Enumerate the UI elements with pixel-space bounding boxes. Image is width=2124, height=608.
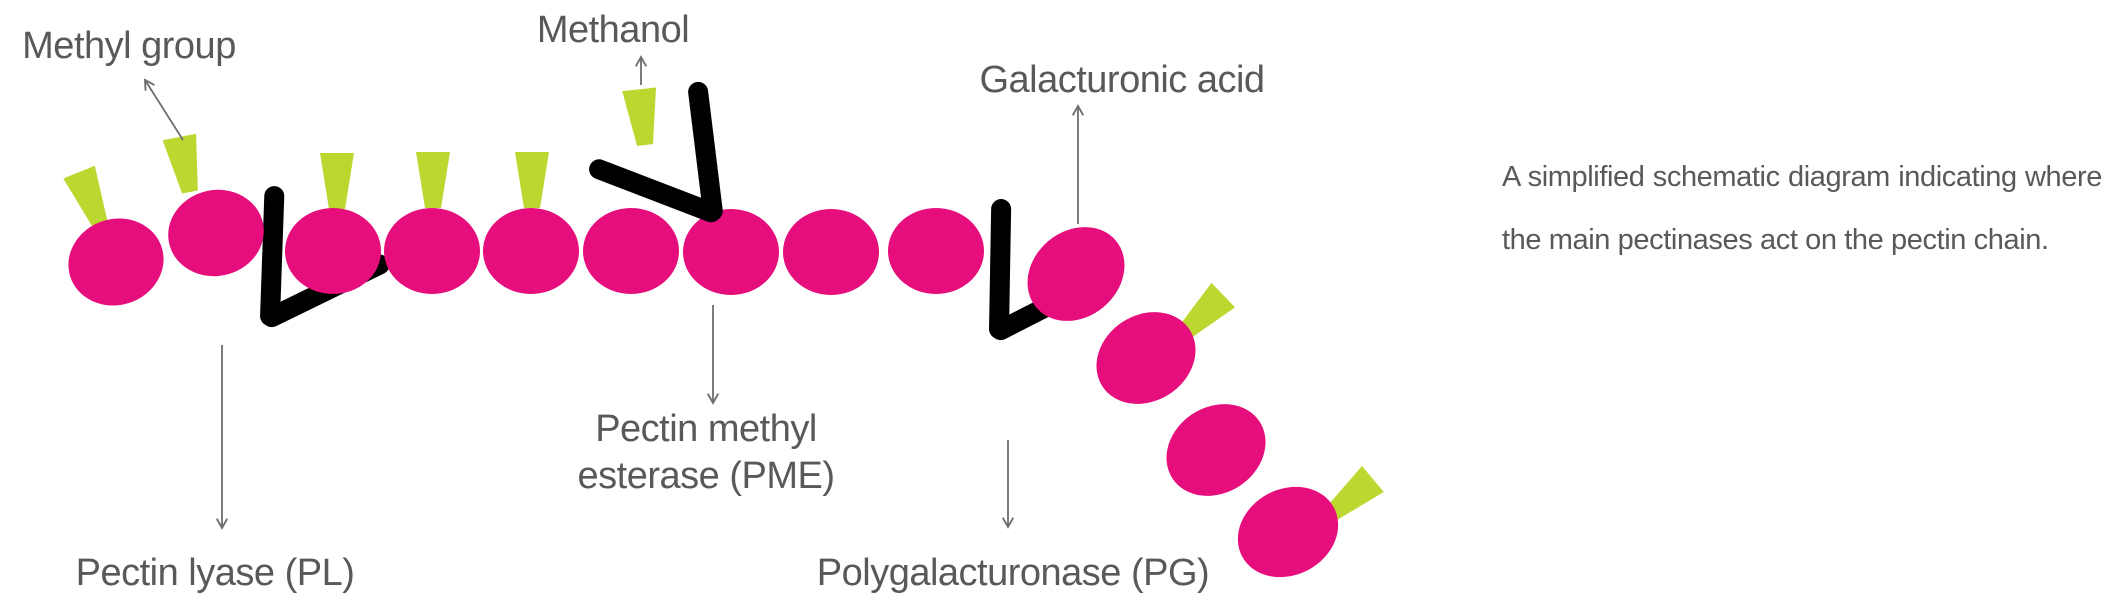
methyl-group-label: Methyl group: [22, 25, 236, 67]
galacturonic-acid-unit: [68, 218, 164, 306]
galacturonic-acid-unit: [483, 208, 579, 294]
methanol-wedge: [622, 87, 662, 147]
galacturonic-acid-unit: [683, 209, 779, 295]
galacturonic-acid-unit: [783, 209, 879, 295]
galacturonic-acid-unit: [1166, 404, 1266, 496]
pme-label-line2: esterase (PME): [578, 455, 835, 497]
galacturonic-acid-unit: [888, 208, 984, 294]
galacturonic-acid-unit: [168, 189, 264, 277]
methyl-group-arrow: [143, 78, 184, 141]
methanol-label: Methanol: [537, 9, 689, 51]
methyl-group-wedge: [162, 133, 207, 196]
pectin-backbone: [68, 189, 1339, 578]
annotation-arrows: [143, 55, 1085, 530]
methyl-group-wedge: [515, 152, 549, 208]
galacturonic-acid-unit: [384, 208, 480, 294]
galacturonic-acid-unit: [1027, 227, 1125, 321]
polygalacturonase-label: Polygalacturonase (PG): [817, 552, 1209, 594]
pme-label-line1: Pectin methyl: [595, 408, 817, 450]
galacturonic-acid-unit: [583, 208, 679, 294]
methyl-group-wedge: [320, 153, 354, 209]
pectin-lyase-label: Pectin lyase (PL): [76, 552, 355, 594]
figure-caption: A simplified schematic diagram indicatin…: [1502, 161, 2102, 256]
methyl-group-wedge: [416, 152, 450, 208]
galacturonic-acid-unit: [1237, 486, 1339, 578]
galacturonic-acid-unit: [285, 208, 381, 294]
galacturonic-acid-unit: [1096, 312, 1196, 404]
galacturonic-acid-label: Galacturonic acid: [979, 59, 1264, 101]
diagram-labels: Methyl group Methanol Galacturonic acid …: [22, 9, 1265, 594]
